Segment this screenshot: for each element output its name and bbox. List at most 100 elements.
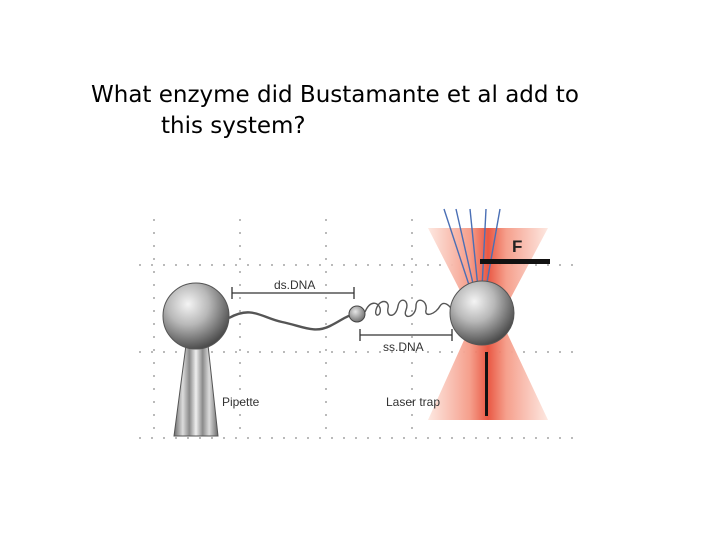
grid-dot <box>411 284 413 286</box>
grid-dot <box>411 219 413 221</box>
grid-dot <box>415 351 417 353</box>
grid-dot <box>411 310 413 312</box>
grid-dot <box>511 437 513 439</box>
grid-dot <box>151 264 153 266</box>
pipette-label: Pipette <box>222 395 260 409</box>
grid-dot <box>325 388 327 390</box>
force-label: F <box>512 237 522 256</box>
grid-dot <box>547 437 549 439</box>
grid-dot <box>535 351 537 353</box>
grid-dot <box>153 284 155 286</box>
grid-dot <box>325 258 327 260</box>
grid-dot <box>559 437 561 439</box>
grid-dot <box>295 351 297 353</box>
beam-lines <box>443 208 501 289</box>
grid-dot <box>163 351 165 353</box>
grid-dot <box>325 245 327 247</box>
grid-dot <box>411 414 413 416</box>
grid-dot <box>239 310 241 312</box>
grid-dot <box>379 264 381 266</box>
force-bar <box>480 259 550 264</box>
grid-dot <box>153 245 155 247</box>
pipette-bead <box>162 282 230 350</box>
grid-dot <box>571 351 573 353</box>
grid-dot <box>367 264 369 266</box>
grid-dot <box>403 264 405 266</box>
grid-dot <box>271 351 273 353</box>
grid-dot <box>239 414 241 416</box>
grid-dot <box>235 437 237 439</box>
pipette <box>173 344 219 437</box>
grid-dot <box>411 232 413 234</box>
grid-dot <box>411 427 413 429</box>
grid-dot <box>211 264 213 266</box>
grid-dot <box>239 388 241 390</box>
grid-dot <box>559 351 561 353</box>
grid-dot <box>427 264 429 266</box>
grid-dot <box>325 271 327 273</box>
laser-trap-label: Laser trap <box>386 395 440 409</box>
grid-dot <box>223 264 225 266</box>
grid-dot <box>223 351 225 353</box>
grid-dot <box>223 437 225 439</box>
grid-dot <box>295 437 297 439</box>
grid-dot <box>411 362 413 364</box>
grid-dot <box>235 351 237 353</box>
grid-dot <box>355 437 357 439</box>
grid-dot <box>331 264 333 266</box>
grid-dot <box>239 401 241 403</box>
trap-indicator-line <box>485 352 488 416</box>
grid-dot <box>175 351 177 353</box>
grid-dot <box>239 284 241 286</box>
grid-dot <box>307 351 309 353</box>
grid-dot <box>439 264 441 266</box>
ds-dna-label: ds.DNA <box>274 278 315 292</box>
grid-dot <box>571 264 573 266</box>
grid-dot <box>325 349 327 351</box>
grid-dot <box>325 232 327 234</box>
trap-bead <box>449 280 515 346</box>
grid-dot <box>427 437 429 439</box>
grid-dot <box>499 437 501 439</box>
grid-dot <box>259 351 261 353</box>
grid-dot <box>547 264 549 266</box>
grid-dot <box>559 264 561 266</box>
grid-dot <box>325 362 327 364</box>
grid-dot <box>343 351 345 353</box>
grid-dot <box>343 437 345 439</box>
grid-dot <box>153 271 155 273</box>
grid-dot <box>523 437 525 439</box>
grid-dot <box>325 401 327 403</box>
grid-dot <box>271 264 273 266</box>
grid-dot <box>239 336 241 338</box>
grid-dot <box>427 351 429 353</box>
grid-dot <box>325 323 327 325</box>
grid-dot <box>415 437 417 439</box>
grid-dot <box>411 388 413 390</box>
grid-dot <box>283 437 285 439</box>
grid-dot <box>325 414 327 416</box>
grid-dot <box>331 437 333 439</box>
grid-dot <box>547 351 549 353</box>
grid-dot <box>325 219 327 221</box>
grid-dot <box>259 437 261 439</box>
grid-dot <box>463 437 465 439</box>
grid-dot <box>247 351 249 353</box>
grid-dot <box>151 437 153 439</box>
question-line-1: What enzyme did Bustamante et al add to <box>91 82 579 108</box>
grid-dot <box>199 264 201 266</box>
grid-dot <box>187 437 189 439</box>
grid-dot <box>325 427 327 429</box>
grid-dot <box>139 264 141 266</box>
grid-dot <box>175 264 177 266</box>
grid-dot <box>379 351 381 353</box>
grid-dot <box>331 351 333 353</box>
grid-dot <box>175 437 177 439</box>
question-text: What enzyme did Bustamante et al add to … <box>91 80 651 142</box>
grid-dot <box>411 258 413 260</box>
grid-dot <box>153 258 155 260</box>
grid-dot <box>153 297 155 299</box>
grid-dot <box>153 310 155 312</box>
grid-dot <box>475 437 477 439</box>
